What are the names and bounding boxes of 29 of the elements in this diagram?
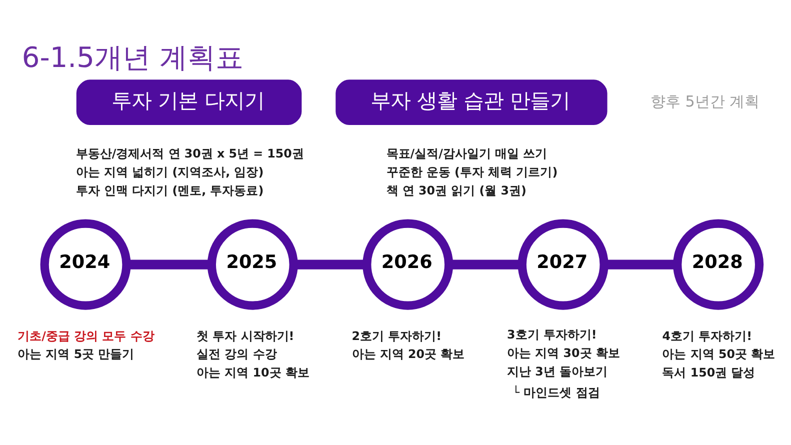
node-label: 부동산/경제서적 연 30권 x 5년 = 150권 — [75, 146, 304, 161]
diagram-title: 6-1.5개년 계획표 — [21, 41, 243, 74]
node-label: └ 마인드셋 점검 — [512, 385, 600, 400]
node-label: 기초/중급 강의 모두 수강 — [17, 328, 154, 343]
node-label: 아는 지역 20곳 확보 — [351, 347, 464, 362]
node-circle: 2028 — [672, 219, 764, 310]
node-circle: 2027 — [517, 219, 608, 310]
node-circle: 2024 — [40, 219, 130, 310]
node-label: 투자 인맥 다지기 (멘토, 투자동료) — [75, 183, 264, 198]
node-label: 독서 150권 달성 — [662, 365, 755, 380]
node-label: 지난 3년 돌아보기 — [506, 364, 608, 378]
node-circle: 2026 — [362, 219, 453, 310]
node-box: 부자 생활 습관 만들기 — [335, 80, 607, 125]
node-box: 투자 기본 다지기 — [76, 80, 302, 125]
node-label: 아는 지역 10곳 확보 — [196, 365, 309, 380]
node-label: 책 연 30권 읽기 (월 3권) — [386, 183, 526, 198]
node-label: 아는 지역 넓히기 (지역조사, 임장) — [75, 164, 264, 179]
node-label: 실전 강의 수강 — [196, 347, 276, 362]
node-label: 2호기 투자하기! — [351, 328, 442, 343]
label: 향후 5년간 계획 — [650, 92, 760, 110]
node-label: 목표/실적/감사일기 매일 쓰기 — [386, 146, 547, 161]
node-circle: 2025 — [206, 219, 298, 310]
node-label: 4호기 투자하기! — [662, 328, 752, 343]
node-label: 첫 투자 시작하기! — [196, 328, 294, 343]
node-label: 아는 지역 50곳 확보 — [662, 347, 775, 362]
node-label: 아는 지역 30곳 확보 — [506, 346, 620, 360]
node-label: 아는 지역 5곳 만들기 — [17, 347, 134, 362]
node-label: 3호기 투자하기! — [506, 328, 596, 342]
node-label: 꾸준한 운동 (투자 체력 기르기) — [386, 164, 558, 179]
